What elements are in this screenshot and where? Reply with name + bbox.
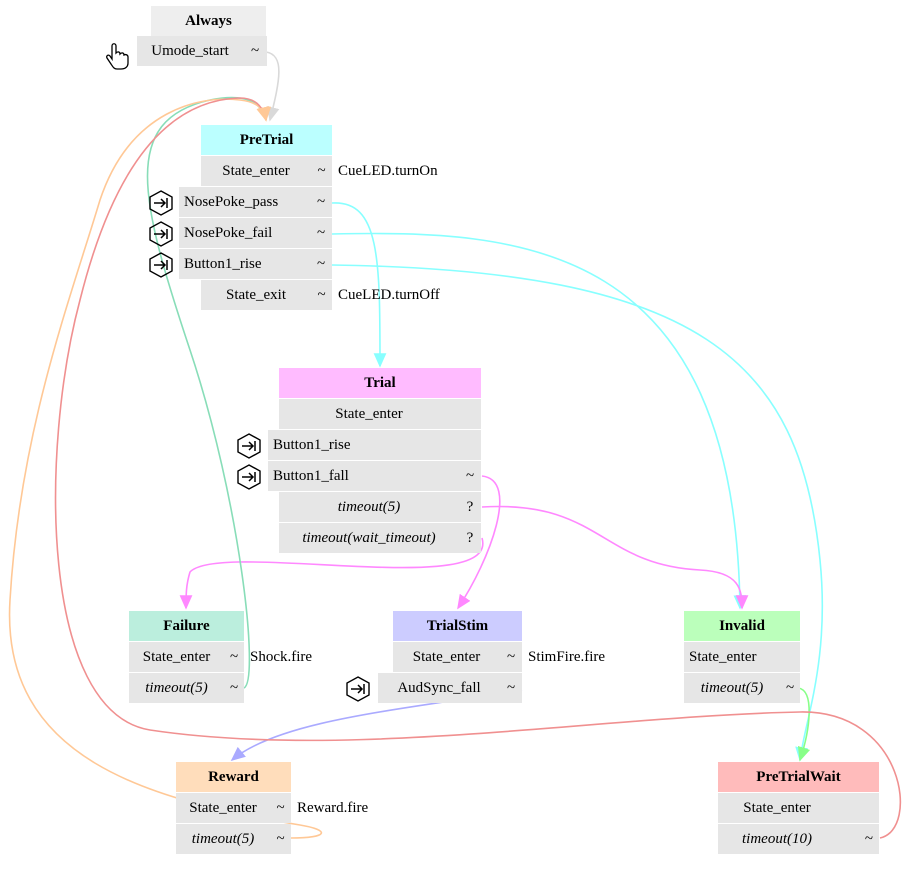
pretrialwait-to10-row: timeout(10) ~ bbox=[718, 824, 879, 854]
trigger-label: timeout(5) bbox=[129, 673, 224, 703]
trigger-mark: ~ bbox=[500, 673, 522, 703]
trigger-label: State_enter bbox=[176, 793, 270, 823]
trial-to5-row: timeout(5) ? bbox=[279, 492, 481, 522]
trigger-mark bbox=[459, 430, 481, 460]
trigger-label: AudSync_fall bbox=[378, 673, 500, 703]
state-pretrial: PreTrial State_enter ~ CueLED.turnOn Nos… bbox=[148, 125, 468, 311]
trigger-label: State_enter bbox=[718, 793, 836, 823]
state-reward-title: Reward bbox=[176, 762, 291, 792]
trigger-mark: ~ bbox=[311, 156, 332, 186]
trial-b1rise-row[interactable]: Button1_rise bbox=[268, 430, 481, 460]
state-invalid: Invalid State_enter timeout(5) ~ bbox=[684, 611, 800, 704]
trialstim-aud-row[interactable]: AudSync_fall ~ bbox=[378, 673, 522, 703]
trigger-label: timeout(5) bbox=[684, 673, 780, 703]
enter-event-icon[interactable] bbox=[236, 433, 262, 459]
state-trial: Trial State_enter Button1_rise Button1_f… bbox=[268, 368, 482, 553]
state-pretrialwait-title: PreTrialWait bbox=[718, 762, 879, 792]
action-label: StimFire.fire bbox=[528, 649, 606, 665]
pretrialwait-enter-row: State_enter bbox=[718, 793, 879, 823]
edge-to5-invalid bbox=[481, 505, 749, 610]
edge-always-pretrial bbox=[265, 51, 280, 122]
state-trialstim: TrialStim State_enter ~ StimFire.fire Au… bbox=[378, 611, 638, 704]
pretrial-b1rise-row[interactable]: Button1_rise ~ bbox=[179, 249, 332, 279]
trigger-mark: ~ bbox=[459, 461, 481, 491]
trigger-label: timeout(10) bbox=[718, 824, 836, 854]
trigger-label: State_exit bbox=[201, 280, 311, 310]
trigger-mark: ~ bbox=[224, 673, 244, 703]
trigger-label: timeout(5) bbox=[279, 492, 459, 522]
trigger-label: Button1_fall bbox=[268, 461, 459, 491]
pretrial-nosefail-row[interactable]: NosePoke_fail ~ bbox=[179, 218, 332, 248]
trigger-label: State_enter bbox=[129, 642, 224, 672]
reward-enter-row: State_enter ~ Reward.fire bbox=[176, 793, 396, 823]
trigger-label: State_enter bbox=[393, 642, 500, 672]
trigger-mark: ~ bbox=[270, 793, 291, 823]
trigger-mark: ~ bbox=[310, 218, 332, 248]
trigger-label: Button1_rise bbox=[179, 249, 310, 279]
state-failure: Failure State_enter ~ Shock.fire timeout… bbox=[129, 611, 339, 704]
trigger-label: NosePoke_pass bbox=[179, 187, 310, 217]
state-trial-title: Trial bbox=[279, 368, 481, 398]
state-pretrialwait: PreTrialWait State_enter timeout(10) ~ bbox=[718, 762, 879, 855]
action-label: CueLED.turnOn bbox=[338, 163, 438, 179]
pretrial-nosepass-row[interactable]: NosePoke_pass ~ bbox=[179, 187, 332, 217]
trigger-mark: ? bbox=[459, 492, 481, 522]
trigger-label: State_enter bbox=[279, 399, 459, 429]
trigger-mark: ~ bbox=[836, 824, 879, 854]
trigger-mark: ~ bbox=[270, 824, 291, 854]
state-invalid-title: Invalid bbox=[684, 611, 800, 641]
trialstim-enter-row: State_enter ~ StimFire.fire bbox=[393, 642, 638, 672]
pointing-hand-icon[interactable] bbox=[104, 40, 130, 70]
trigger-label: State_enter bbox=[201, 156, 311, 186]
trigger-label: State_enter bbox=[684, 642, 800, 672]
state-always-title: Always bbox=[151, 6, 266, 36]
enter-event-icon[interactable] bbox=[148, 252, 174, 278]
pretrial-exit-row: State_exit ~ CueLED.turnOff bbox=[201, 280, 471, 310]
trigger-mark: ? bbox=[459, 523, 481, 553]
trial-towait-row: timeout(wait_timeout) ? bbox=[279, 523, 481, 553]
trigger-label: NosePoke_fail bbox=[179, 218, 310, 248]
always-umode-row[interactable]: Umode_start ~ bbox=[137, 36, 267, 66]
action-label: CueLED.turnOff bbox=[338, 287, 440, 303]
state-trialstim-title: TrialStim bbox=[393, 611, 522, 641]
action-label: Reward.fire bbox=[297, 800, 369, 816]
action-label: Shock.fire bbox=[250, 649, 313, 665]
state-reward: Reward State_enter ~ Reward.fire timeout… bbox=[176, 762, 396, 855]
enter-event-icon[interactable] bbox=[345, 676, 371, 702]
failure-enter-row: State_enter ~ Shock.fire bbox=[129, 642, 339, 672]
enter-event-icon[interactable] bbox=[148, 221, 174, 247]
enter-event-icon[interactable] bbox=[148, 190, 174, 216]
trigger-mark: ~ bbox=[243, 36, 267, 66]
trigger-label: timeout(wait_timeout) bbox=[279, 523, 459, 553]
trigger-label: Button1_rise bbox=[268, 430, 459, 460]
enter-event-icon[interactable] bbox=[236, 464, 262, 490]
state-failure-title: Failure bbox=[129, 611, 244, 641]
trigger-mark: ~ bbox=[310, 249, 332, 279]
trial-enter-row: State_enter bbox=[279, 399, 481, 429]
trigger-mark: ~ bbox=[224, 642, 244, 672]
failure-to5-row: timeout(5) ~ bbox=[129, 673, 244, 703]
trigger-mark: ~ bbox=[311, 280, 332, 310]
pretrial-enter-row: State_enter ~ CueLED.turnOn bbox=[201, 156, 471, 186]
reward-to5-row: timeout(5) ~ bbox=[176, 824, 291, 854]
state-always: Always Umode_start ~ bbox=[137, 6, 267, 68]
trigger-mark: ~ bbox=[780, 673, 800, 703]
invalid-enter-row: State_enter bbox=[684, 642, 800, 672]
trigger-label: Umode_start bbox=[137, 36, 243, 66]
trigger-mark: ~ bbox=[310, 187, 332, 217]
trial-b1fall-row[interactable]: Button1_fall ~ bbox=[268, 461, 481, 491]
state-pretrial-title: PreTrial bbox=[201, 125, 332, 155]
trigger-mark bbox=[836, 793, 879, 823]
trigger-label: timeout(5) bbox=[176, 824, 270, 854]
invalid-to5-row: timeout(5) ~ bbox=[684, 673, 800, 703]
trigger-mark: ~ bbox=[500, 642, 522, 672]
trigger-mark bbox=[459, 399, 481, 429]
